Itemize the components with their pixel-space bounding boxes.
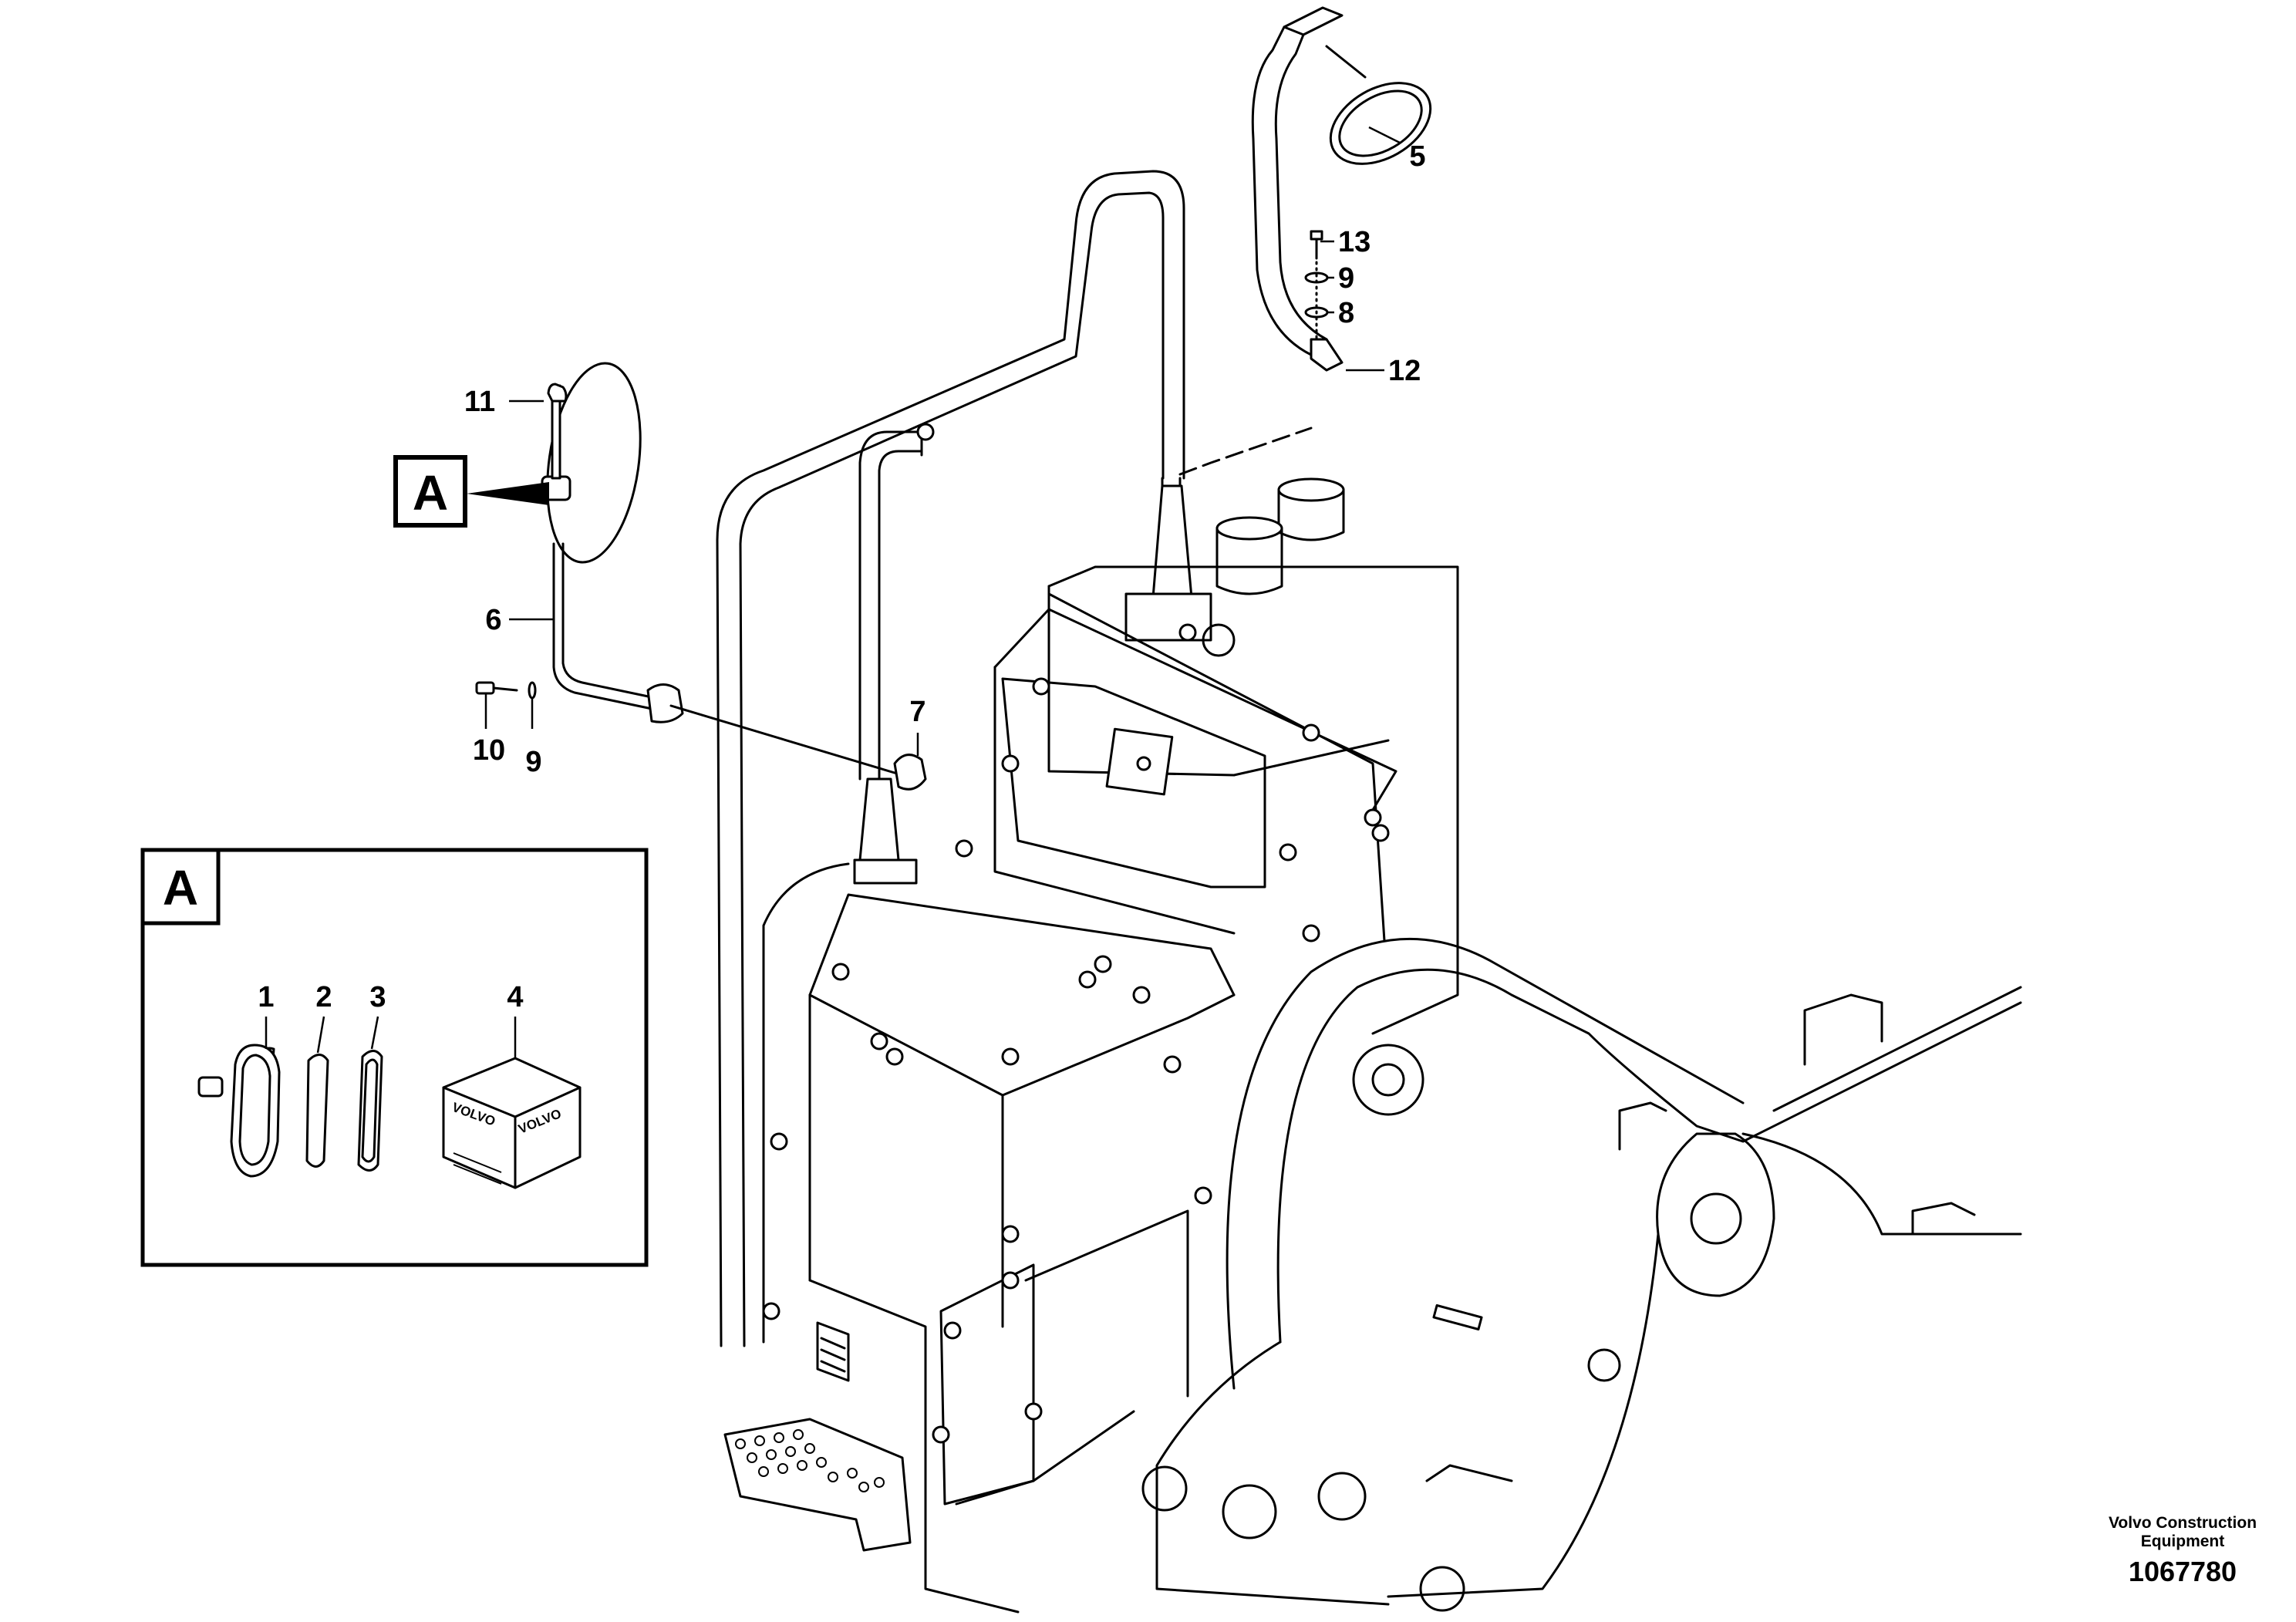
callout-leaders [484,126,1401,756]
callout-7: 7 [909,696,925,728]
left-mirror-assembly [475,362,927,791]
upper-mirror-assembly [1251,6,1432,372]
callout-4: 4 [507,981,523,1013]
callout-9-lower: 9 [525,746,541,778]
callout-1: 1 [258,981,274,1013]
callout-6: 6 [485,604,501,636]
drawing-footer: Volvo Construction Equipment 1067780 [2109,1514,2257,1587]
footer-company-line1: Volvo Construction [2109,1514,2257,1532]
footer-drawing-number: 1067780 [2129,1556,2237,1587]
detail-panel-letter: A [163,860,198,916]
stacked-fasteners [1304,230,1329,341]
callout-11: 11 [464,386,495,418]
callout-9-upper: 9 [1338,262,1354,295]
detail-marker-a: A [393,455,549,528]
callout-12: 12 [1388,355,1421,387]
fastener-bolts [762,423,1390,1444]
machine-frame [716,170,2022,1614]
callout-10: 10 [473,734,505,767]
footer-company-line2: Equipment [2141,1533,2225,1550]
callout-3: 3 [369,981,386,1013]
step-holes [735,1429,885,1492]
callout-8: 8 [1338,297,1354,329]
callout-5: 5 [1409,140,1425,173]
callout-13: 13 [1338,226,1371,258]
detail-panel-a: A VOLVO VOLVO [140,848,649,1267]
callout-2: 2 [315,981,332,1013]
detail-marker-letter: A [413,465,448,521]
callout-numbers: 1 2 3 4 5 6 7 8 9 9 10 11 12 13 [258,140,1425,1013]
